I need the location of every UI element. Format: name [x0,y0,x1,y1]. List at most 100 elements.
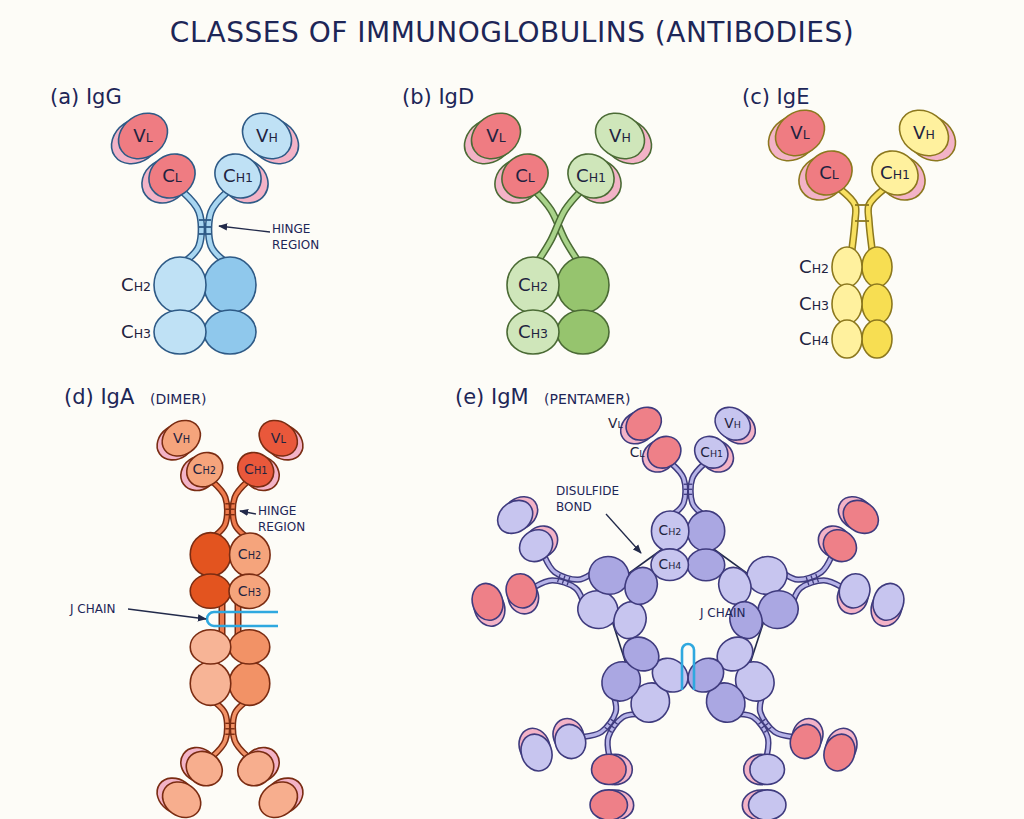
hinge-disulfide [758,719,765,724]
domain-oval: CH1 [868,146,922,200]
diagram-title: CLASSES OF IMMUNOGLOBULINS (ANTIBODIES) [0,16,1024,49]
domain-shape [229,533,270,577]
domain-oval [190,533,231,577]
domain-outline [824,244,870,290]
panel-label: (e) IgM [455,384,529,411]
hinge-disulfide [761,723,768,728]
domain-oval: CH1 [234,448,277,491]
domain-oval [229,662,270,706]
callout-label: HINGE REGION [272,222,334,253]
hinge-disulfide [855,220,869,222]
callout-label: J CHAIN [70,602,115,618]
domain-oval [862,284,892,324]
domain-label: VL [133,127,152,145]
domain-label: CH2 [238,547,261,561]
domain-oval [681,651,730,699]
domain-oval [231,744,280,792]
hinge-disulfide [684,494,693,495]
domain-oval [687,549,724,581]
domain-outline [644,432,685,473]
hinge-disulfide [816,574,819,582]
panel-sublabel: (DIMER) [150,390,207,408]
domain-oval: CH3 [504,303,562,361]
domain-label: CH4 [659,558,682,572]
heavy-chain-tube [672,464,685,513]
hinge-disulfide [558,574,561,582]
domain-label: CH1 [244,462,267,476]
heavy-chain-tube [840,189,856,249]
heavy-chain-tube [608,714,636,755]
domain-oval: CH4 [648,543,691,586]
domain-shape [493,145,556,207]
structure-layer [222,544,766,670]
hinge-disulfide [225,734,234,735]
heavy-chain-tube [183,192,201,260]
hinge-disulfide [611,719,618,724]
heavy-chain-tube [691,464,704,513]
domain-shape [651,549,688,581]
domain-oval [786,720,826,763]
domain-oval: CH1 [211,149,265,203]
heavy-chain-tube [691,464,704,513]
heavy-chain-tube [233,482,247,535]
domain-shape [229,574,270,608]
domain-label: CH1 [223,167,253,185]
hinge-disulfide [199,233,211,235]
domain-oval [862,320,892,358]
heavy-chain-tube [786,557,832,580]
domain-oval [862,247,892,287]
heavy-chain-tube [213,482,227,535]
domain-oval: CL [644,432,685,473]
domain-label: CH1 [576,167,606,185]
domain-oval: CH4 [825,317,869,361]
domain-oval [591,754,626,785]
domain-label: VL [271,431,286,445]
domain-label: CL [515,167,535,185]
domain-oval: CH2 [647,508,693,554]
domain-oval: CH3 [226,568,273,615]
domain-label: VL [486,127,505,145]
domain-outline [825,317,869,361]
domain-oval [516,730,557,775]
domain-label: CH1 [700,446,723,460]
domain-shape [140,145,203,207]
heavy-chain-tube [740,714,768,755]
antibody-monomer [514,630,694,819]
heavy-chain-tube [840,189,856,249]
hinge-disulfide [225,723,234,724]
domain-shape [832,284,862,324]
domain-oval [835,570,874,612]
callout-label: DISULFIDE BOND [556,484,632,515]
domain-shape [797,142,860,204]
domain-oval: CL [145,149,199,203]
domain-oval [748,790,786,819]
domain-shape [559,145,622,207]
antibody-monomer [681,630,861,819]
domain-label: CH4 [799,330,829,348]
heavy-chain-tube [233,482,247,535]
domain-oval: CH1 [691,432,732,473]
domain-label: VL [608,417,623,431]
callout-label: J CHAIN [700,606,745,622]
hinge-disulfide [567,577,570,585]
heavy-chain-tube [233,703,247,756]
domain-label: CH2 [799,258,829,276]
domain-label: CL [630,446,645,460]
hinge-disulfide [684,484,693,485]
domain-label: CH3 [121,323,151,341]
domain-label: CH2 [659,524,682,538]
domain-label: VH [173,431,190,445]
hinge-disulfide [684,489,693,490]
j-chain [207,612,278,626]
heavy-chain-tube [608,714,636,755]
domain-oval: CL [498,149,552,203]
heavy-chain-tube [545,557,591,580]
callout-label: HINGE REGION [258,504,320,535]
domain-shape [154,257,206,313]
hinge-disulfide [199,226,211,228]
hinge-disulfide [855,204,869,206]
domain-outline [151,303,209,361]
hinge-disulfide [806,577,809,585]
antibody-monomer [150,630,310,819]
